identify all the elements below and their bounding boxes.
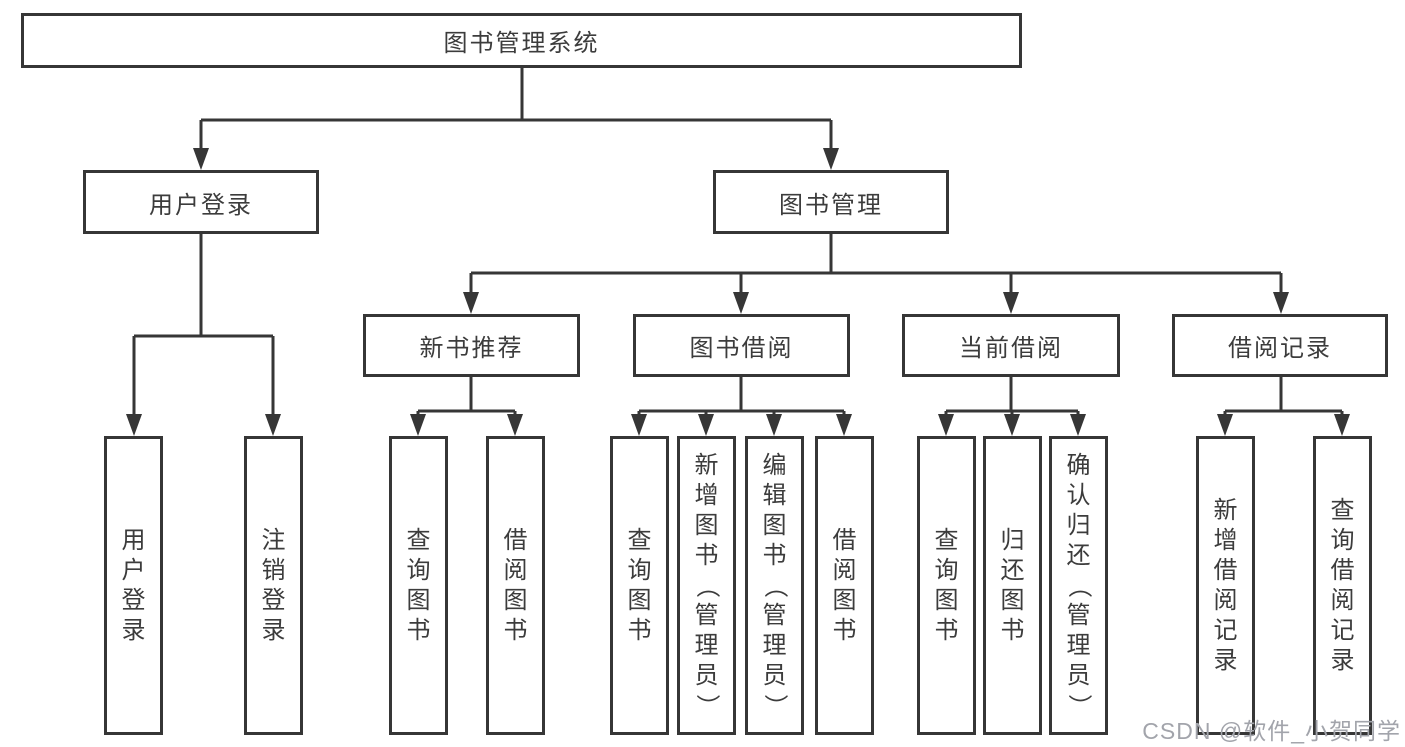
node-root: 图书管理系统 xyxy=(21,13,1022,68)
leaf-cb-query-books: 查询图书 xyxy=(917,436,976,735)
leaf-nbr-query-books: 查询图书 xyxy=(389,436,448,735)
leaf-user-login: 用户登录 xyxy=(104,436,163,735)
node-new-book-recommend: 新书推荐 xyxy=(363,314,580,377)
leaf-br-add-record: 新增借阅记录 xyxy=(1196,436,1255,735)
leaf-bb-query-books: 查询图书 xyxy=(610,436,669,735)
node-current-borrow: 当前借阅 xyxy=(902,314,1120,377)
node-user-login: 用户登录 xyxy=(83,170,319,234)
leaf-cb-confirm-return: 确认归还（管理员） xyxy=(1049,436,1108,735)
watermark: CSDN @软件_小贺同学 xyxy=(1142,718,1401,744)
node-borrow-records: 借阅记录 xyxy=(1172,314,1388,377)
arrowheads xyxy=(126,148,1350,436)
leaf-bb-edit-books: 编辑图书（管理员） xyxy=(745,436,804,735)
leaf-bb-add-books: 新增图书（管理员） xyxy=(677,436,736,735)
leaf-logout: 注销登录 xyxy=(244,436,303,735)
node-book-management: 图书管理 xyxy=(713,170,949,234)
leaf-cb-return-books: 归还图书 xyxy=(983,436,1042,735)
leaf-nbr-borrow-books: 借阅图书 xyxy=(486,436,545,735)
leaf-bb-borrow-books: 借阅图书 xyxy=(815,436,874,735)
node-book-borrow: 图书借阅 xyxy=(633,314,850,377)
leaf-br-query-record: 查询借阅记录 xyxy=(1313,436,1372,735)
